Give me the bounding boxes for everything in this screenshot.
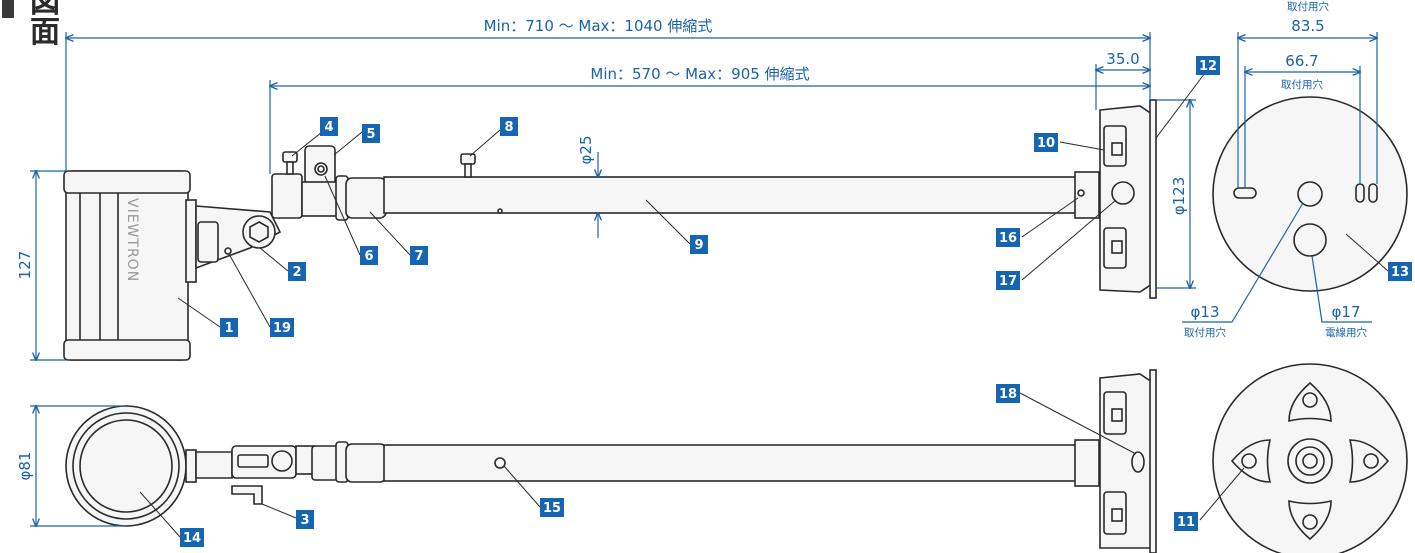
callout-badge-17: 17	[996, 271, 1020, 290]
dim-hole-span-outer-note: 取付用穴	[1287, 0, 1329, 13]
back-disc	[1212, 363, 1408, 553]
bracket-body-lower	[195, 451, 233, 479]
bracket-pad	[197, 221, 219, 263]
svg-text:14: 14	[183, 531, 201, 546]
svg-text:12: 12	[1199, 59, 1217, 74]
svg-text:7: 7	[414, 249, 423, 264]
svg-text:19: 19	[273, 321, 291, 336]
pole-knob-8	[460, 153, 476, 165]
svg-text:6: 6	[364, 249, 373, 264]
bottom-view	[65, 369, 1157, 553]
plate-back-view	[1212, 363, 1408, 553]
callout-badge-6: 6	[360, 246, 378, 265]
top-view	[63, 99, 1157, 361]
joint-nut	[249, 221, 269, 243]
callout-badge-8: 8	[500, 117, 518, 136]
callout-badge-13: 13	[1388, 262, 1412, 281]
callout-badge-5: 5	[362, 124, 380, 143]
dim-cable-hole: φ17	[1332, 303, 1361, 321]
dim-overall-length: Min：710 ～ Max：1040 伸縮式	[484, 17, 713, 35]
callout-badge-18: 18	[996, 384, 1020, 403]
housing-rear-plate	[185, 199, 197, 283]
dim-housing-height: 127	[16, 251, 34, 280]
callout-badge-19: 19	[270, 318, 294, 337]
svg-text:11: 11	[1177, 515, 1195, 530]
callout-badge-11: 11	[1174, 512, 1198, 531]
brand-logo: VIEWTRON	[124, 198, 140, 282]
cable-hole	[1293, 223, 1327, 257]
housing-top-band	[63, 170, 191, 194]
dim-hole-span-outer: 83.5	[1291, 17, 1324, 35]
svg-text:3: 3	[300, 513, 309, 528]
lens-front	[79, 419, 173, 513]
svg-text:13: 13	[1391, 265, 1409, 280]
callout-badge-3: 3	[296, 510, 314, 529]
bracket-foot-3	[231, 485, 263, 505]
svg-text:10: 10	[1037, 136, 1055, 151]
svg-text:5: 5	[366, 127, 375, 142]
svg-text:1: 1	[224, 321, 233, 336]
svg-text:18: 18	[999, 387, 1017, 402]
svg-text:16: 16	[999, 231, 1017, 246]
dim-lens-diameter: φ81	[16, 452, 34, 481]
dim-pole-diameter: φ25	[577, 136, 595, 165]
dim-arm-length: Min：570 ～ Max：905 伸縮式	[590, 65, 809, 83]
plate-end-view	[1212, 96, 1408, 292]
telescopic-pole	[383, 176, 1080, 214]
wall-plate	[1149, 99, 1157, 299]
joint-block	[271, 173, 303, 219]
callout-badge-7: 7	[410, 246, 428, 265]
dim-center-hole: φ13	[1191, 303, 1220, 321]
heading-marker	[2, 0, 14, 18]
joint-pin	[224, 247, 232, 255]
dim-cable-hole-note: 電線用穴	[1325, 326, 1367, 339]
callout-leaders	[139, 72, 1389, 538]
telescopic-pole-lower	[383, 444, 1080, 482]
dimension-lines	[30, 32, 1377, 526]
callout-badge-2: 2	[288, 262, 306, 281]
plate-disc	[1212, 96, 1408, 292]
callout-badge-12: 12	[1196, 56, 1220, 75]
pole-hole-15	[494, 457, 506, 469]
svg-text:9: 9	[694, 238, 703, 253]
svg-text:8: 8	[504, 120, 513, 135]
housing-bottom-band	[63, 339, 191, 361]
callout-badge-16: 16	[996, 228, 1020, 247]
callout-badge-10: 10	[1034, 133, 1058, 152]
callout-badge-15: 15	[540, 498, 564, 517]
callout-badge-4: 4	[320, 117, 338, 136]
callout-badge-9: 9	[690, 235, 708, 254]
dim-center-hole-note: 取付用穴	[1184, 326, 1226, 339]
dim-plate-offset: 35.0	[1106, 50, 1139, 68]
svg-text:15: 15	[543, 501, 561, 516]
collar-7	[345, 177, 387, 219]
callout-badge-1: 1	[220, 318, 238, 337]
dim-hole-span-inner: 66.7	[1285, 52, 1318, 70]
heading-title: 図面	[30, 0, 60, 50]
dim-plate-diameter: φ123	[1170, 177, 1188, 216]
callout-badge-14: 14	[180, 528, 204, 547]
svg-text:4: 4	[324, 120, 333, 135]
slot-right-b	[1368, 183, 1378, 203]
svg-text:17: 17	[999, 274, 1017, 289]
svg-text:2: 2	[292, 265, 301, 280]
lock-block-5	[304, 145, 336, 185]
dim-hole-span-inner-note: 取付用穴	[1281, 78, 1323, 91]
cable-boss	[1111, 181, 1135, 205]
center-mount-hole	[1297, 181, 1323, 207]
